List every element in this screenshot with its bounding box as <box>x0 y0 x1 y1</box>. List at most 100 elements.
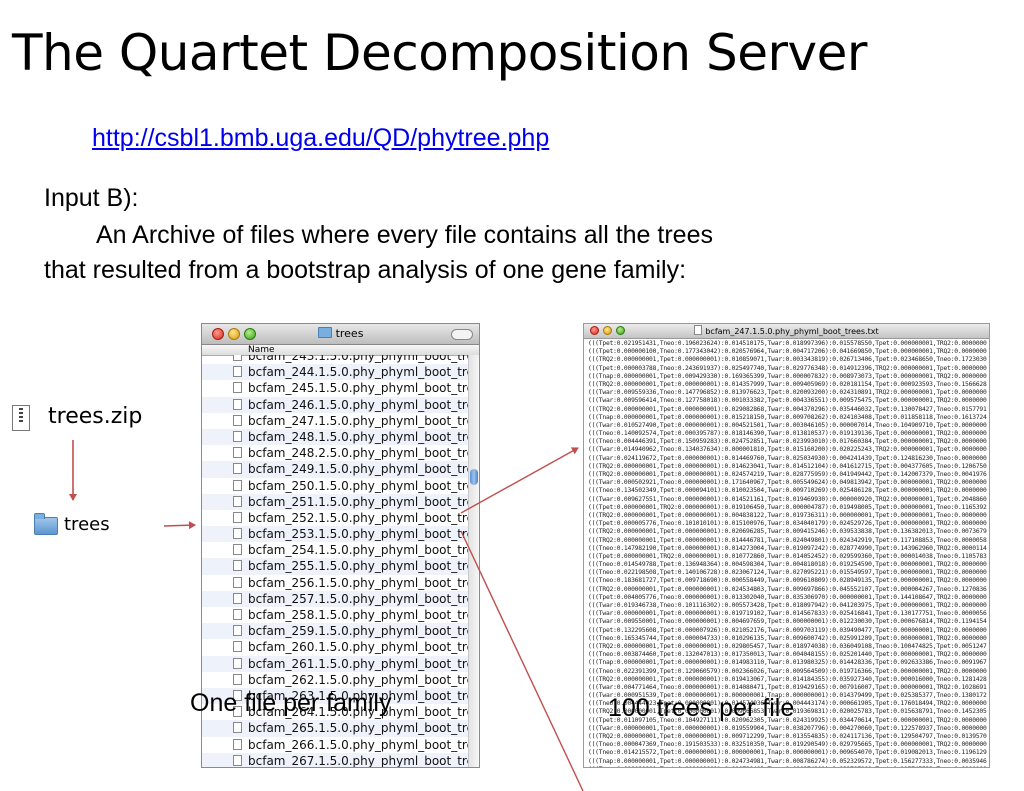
tree-line: (((Twar:0.000000001,Tpet:0.000000001):0.… <box>588 610 987 618</box>
zoom-button[interactable] <box>244 328 256 340</box>
text-file-icon <box>233 641 242 653</box>
file-name: bcfam_265.1.5.0.phy_phyml_boot_trees.txt <box>248 721 479 736</box>
text-file-icon <box>233 463 242 475</box>
file-list-row[interactable]: bcfam_252.1.5.0.phy_phyml_boot_trees.txt <box>202 510 479 526</box>
tree-line: (((TRQ2:0.000000001,Tpet:0.000000001):0.… <box>588 642 987 650</box>
file-list-row[interactable]: bcfam_249.1.5.0.phy_phyml_boot_trees.txt <box>202 461 479 478</box>
folder-icon <box>34 513 58 535</box>
file-list-row[interactable]: bcfam_266.1.5.0.phy_phyml_boot_trees.txt <box>202 737 479 753</box>
file-list-row[interactable]: bcfam_245.1.5.0.phy_phyml_boot_trees.txt <box>202 380 479 396</box>
file-name: bcfam_260.1.5.0.phy_phyml_boot_trees.txt <box>248 640 479 655</box>
tree-line: (((Twar:0.009627551,Tneo:0.000000001):0.… <box>588 495 987 503</box>
file-list-row[interactable]: bcfam_264.1.5.0.phy_phyml_boot_trees.txt <box>202 704 479 720</box>
tree-line: (((TRQ2:0.000000001,Tpet:0.000000001):0.… <box>588 380 987 388</box>
tree-line: (((Tneo:0.022391399,Tpet:0.129060579):0.… <box>588 667 987 675</box>
file-list-row[interactable]: bcfam_246.1.5.0.phy_phyml_boot_trees.txt <box>202 396 479 413</box>
file-list-row[interactable]: bcfam_262.1.5.0.phy_phyml_boot_trees.txt <box>202 672 479 688</box>
tree-line: (((Tpet:0.000003788,Tneo:0.243691937):0.… <box>588 364 987 372</box>
file-list-row[interactable]: bcfam_260.1.5.0.phy_phyml_boot_trees.txt <box>202 639 479 655</box>
file-list-row[interactable]: bcfam_248.1.5.0.phy_phyml_boot_trees.txt <box>202 428 479 446</box>
tree-line: (((Twar:0.019346738,Tneo:0.101116302):0.… <box>588 602 987 609</box>
file-list-row[interactable]: bcfam_248.2.5.0.phy_phyml_boot_trees.txt <box>202 445 479 461</box>
document-icon <box>694 325 703 335</box>
tree-line: (((Tneo:0.003874460,Tpet:0.132047013):0.… <box>588 651 987 659</box>
tree-line: (((Tpet:0.011097105,Tneo:0.104927111):0.… <box>588 716 987 724</box>
file-list-row[interactable]: bcfam_267.1.5.0.phy_phyml_boot_trees.txt <box>202 752 479 767</box>
file-list-row[interactable]: bcfam_258.1.5.0.phy_phyml_boot_trees.txt <box>202 607 479 623</box>
file-list-row[interactable]: bcfam_243.1.5.0.phy_phyml_boot_trees.txt <box>202 355 479 364</box>
text-file-icon <box>233 738 242 750</box>
file-name: bcfam_244.1.5.0.phy_phyml_boot_trees.txt <box>248 365 479 380</box>
file-list-row[interactable]: bcfam_253.1.5.0.phy_phyml_boot_trees.txt <box>202 526 479 543</box>
file-list: bcfam_243.1.5.0.phy_phyml_boot_trees.txt… <box>202 355 479 767</box>
text-file-icon <box>233 398 242 410</box>
file-name: bcfam_251.1.5.0.phy_phyml_boot_trees.txt <box>248 494 479 509</box>
file-list-row[interactable]: bcfam_247.1.5.0.phy_phyml_boot_trees.txt <box>202 413 479 429</box>
tree-line: (((Twar:0.009550001,Tneo:0.000000001):0.… <box>588 618 987 626</box>
trees-folder[interactable]: trees <box>34 513 174 541</box>
tree-line: (((Tpet:0.004005776,Tneo:0.000000001):0.… <box>588 593 987 601</box>
description-line-2: that resulted from a bootstrap analysis … <box>44 256 687 284</box>
zip-archive[interactable]: trees.zip <box>12 401 162 437</box>
tree-line: (((Tneo:0.147982190,Tpet:0.000000001):0.… <box>588 544 987 552</box>
scrollbar-thumb[interactable] <box>470 469 478 485</box>
file-list-row[interactable]: bcfam_257.1.5.0.phy_phyml_boot_trees.txt <box>202 590 479 607</box>
tree-line: (((Tneo:0.004446391,Tpet:0.150959283):0.… <box>588 438 987 446</box>
file-list-row[interactable]: bcfam_263.1.5.0.phy_phyml_boot_trees.txt <box>202 687 479 705</box>
tree-line: (((Tneo:0.183681727,Tpet:0.009718690):0.… <box>588 577 987 585</box>
file-list-row[interactable]: bcfam_250.1.5.0.phy_phyml_boot_trees.txt <box>202 478 479 494</box>
file-name: bcfam_252.1.5.0.phy_phyml_boot_trees.txt <box>248 510 479 525</box>
tree-line: (((TRQ2:0.000000001,Tpet:0.000000001):0.… <box>588 471 987 478</box>
tree-line: (((Twar:0.010527490,Tpet:0.000000001):0.… <box>588 421 987 429</box>
file-name: bcfam_245.1.5.0.phy_phyml_boot_trees.txt <box>248 381 479 396</box>
file-name: bcfam_246.1.5.0.phy_phyml_boot_trees.txt <box>248 397 479 412</box>
file-name: bcfam_247.1.5.0.phy_phyml_boot_trees.txt <box>248 413 479 428</box>
minimize-button[interactable] <box>228 328 240 340</box>
tree-line: (((Tpet:0.000005776,Tneo:0.101010101):0.… <box>588 520 987 528</box>
input-label: Input B): <box>44 184 139 212</box>
tree-line: (((TRQ2:0.000000001,Tpet:0.000000001):0.… <box>588 585 987 593</box>
file-list-row[interactable]: bcfam_244.1.5.0.phy_phyml_boot_trees.txt <box>202 364 479 381</box>
close-button[interactable] <box>590 326 599 335</box>
tree-line: (((Tneo:0.004444023,Tpet:0.000000001):0.… <box>588 700 987 708</box>
file-list-row[interactable]: bcfam_251.1.5.0.phy_phyml_boot_trees.txt <box>202 493 479 510</box>
zip-file-name: trees.zip <box>48 404 143 429</box>
text-file-icon <box>233 722 242 734</box>
server-url-link[interactable]: http://csbl1.bmb.uga.edu/QD/phytree.php <box>92 124 550 152</box>
folder-icon <box>317 327 332 338</box>
finder-title-bar[interactable]: trees <box>202 324 479 345</box>
file-list-row[interactable]: bcfam_261.1.5.0.phy_phyml_boot_trees.txt <box>202 655 479 672</box>
zoom-button[interactable] <box>616 326 625 335</box>
tree-line: (((TRQ2:0.000000001,Tpet:0.000000001):0.… <box>588 528 987 536</box>
tree-line: (((Twar:0.004771464,Tneo:0.000000001):0.… <box>588 683 987 691</box>
tree-line: (((Tneo:0.014215572,Tpet:0.000000001):0.… <box>588 749 987 757</box>
file-list-row[interactable]: bcfam_255.1.5.0.phy_phyml_boot_trees.txt <box>202 558 479 575</box>
text-file-content[interactable]: (((Tpet:0.021951431,Tneo:0.196023624):0.… <box>584 339 989 767</box>
text-file-icon <box>233 592 242 604</box>
slide-title: The Quartet Decomposition Server <box>12 24 867 82</box>
tree-line: (((Tpet:0.021951431,Tneo:0.196023624):0.… <box>588 340 987 347</box>
file-list-row[interactable]: bcfam_256.1.5.0.phy_phyml_boot_trees.txt <box>202 575 479 591</box>
toolbar-toggle-button[interactable] <box>451 329 473 340</box>
text-window-title-bar[interactable]: bcfam_247.1.5.0.phy_phyml_boot_trees.txt <box>584 324 989 339</box>
file-list-row[interactable]: bcfam_259.1.5.0.phy_phyml_boot_trees.txt <box>202 623 479 640</box>
tree-line: (((Tnap:0.000000001,Tpet:0.000000001):0.… <box>588 766 987 767</box>
finder-window-title-text: trees <box>335 327 364 340</box>
file-name: bcfam_259.1.5.0.phy_phyml_boot_trees.txt <box>248 624 479 639</box>
tree-line: (((TRQ2:0.000000001,Tpet:0.000000001):0.… <box>588 511 987 519</box>
tree-line: (((TRQ2:0.000000001,Tpet:0.000000001):0.… <box>588 462 987 470</box>
tree-line: (((TRQ2:0.000000001,Tpet:0.000000001):0.… <box>588 356 987 364</box>
tree-line: (((Twar:0.000502921,Tneo:0.000000001):0.… <box>588 479 987 487</box>
file-list-row[interactable]: bcfam_254.1.5.0.phy_phyml_boot_trees.txt <box>202 542 479 558</box>
name-column-header[interactable]: Name <box>202 345 479 356</box>
file-name: bcfam_255.1.5.0.phy_phyml_boot_trees.txt <box>248 559 479 574</box>
file-name: bcfam_250.1.5.0.phy_phyml_boot_trees.txt <box>248 478 479 493</box>
text-file-icon <box>233 382 242 394</box>
text-file-icon <box>233 576 242 588</box>
close-button[interactable] <box>212 328 224 340</box>
tree-line: (((Tpet:0.000000100,Tneo:0.177343042):0.… <box>588 348 987 356</box>
tree-line: (((Tnap:0.000000001,Tpet:0.009429330):0.… <box>588 372 987 380</box>
vertical-scrollbar[interactable] <box>468 355 479 767</box>
minimize-button[interactable] <box>603 326 612 335</box>
file-list-row[interactable]: bcfam_265.1.5.0.phy_phyml_boot_trees.txt <box>202 720 479 737</box>
